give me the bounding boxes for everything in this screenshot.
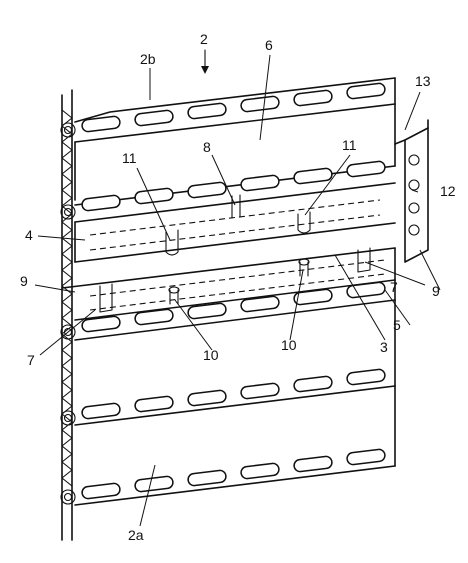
label-9-right: 9	[432, 283, 440, 299]
hinge-knuckle-2	[60, 204, 76, 220]
label-7-left: 7	[27, 352, 35, 368]
pin-10-right	[298, 258, 310, 277]
clip-11-left	[165, 229, 179, 256]
callout-lines	[34, 54, 441, 527]
label-12: 12	[440, 183, 456, 199]
label-8: 8	[203, 139, 211, 155]
label-3: 3	[380, 339, 388, 355]
label-6: 6	[265, 37, 273, 53]
hinge-column	[61, 89, 73, 541]
label-4: 4	[25, 227, 33, 243]
label-2a: 2a	[128, 527, 144, 543]
clip-11-right	[297, 211, 311, 234]
bottom-panel	[74, 385, 396, 506]
label-2: 2	[200, 31, 208, 47]
bracket-7-left	[99, 283, 113, 313]
side-frame-13	[394, 119, 429, 263]
panel-6	[74, 103, 396, 206]
bracket-7-right	[357, 247, 371, 273]
hinge-knuckle-3	[60, 324, 76, 340]
slots	[81, 82, 386, 500]
hinge-knuckle-4	[60, 410, 76, 426]
label-2b: 2b	[140, 51, 156, 67]
label-9-left: 9	[20, 273, 28, 289]
panel-3	[74, 279, 396, 341]
label-7-right: 7	[390, 279, 398, 295]
label-5: 5	[393, 317, 401, 333]
pin-10-left	[168, 286, 180, 305]
panel-5-rail	[61, 247, 396, 321]
hinge-knuckle-1	[60, 122, 76, 138]
label-10-left: 10	[203, 347, 219, 363]
label-11-right: 11	[342, 137, 357, 153]
top-panel	[74, 77, 396, 143]
hinge-knuckle-5	[60, 489, 76, 505]
panel-4-rail	[74, 182, 396, 263]
label-10-right: 10	[281, 337, 297, 353]
label-11-left: 11	[122, 150, 137, 166]
lower-panel-middle	[74, 299, 396, 426]
label-13: 13	[415, 73, 431, 89]
arrow-2	[201, 49, 209, 74]
hook-8	[231, 194, 241, 219]
